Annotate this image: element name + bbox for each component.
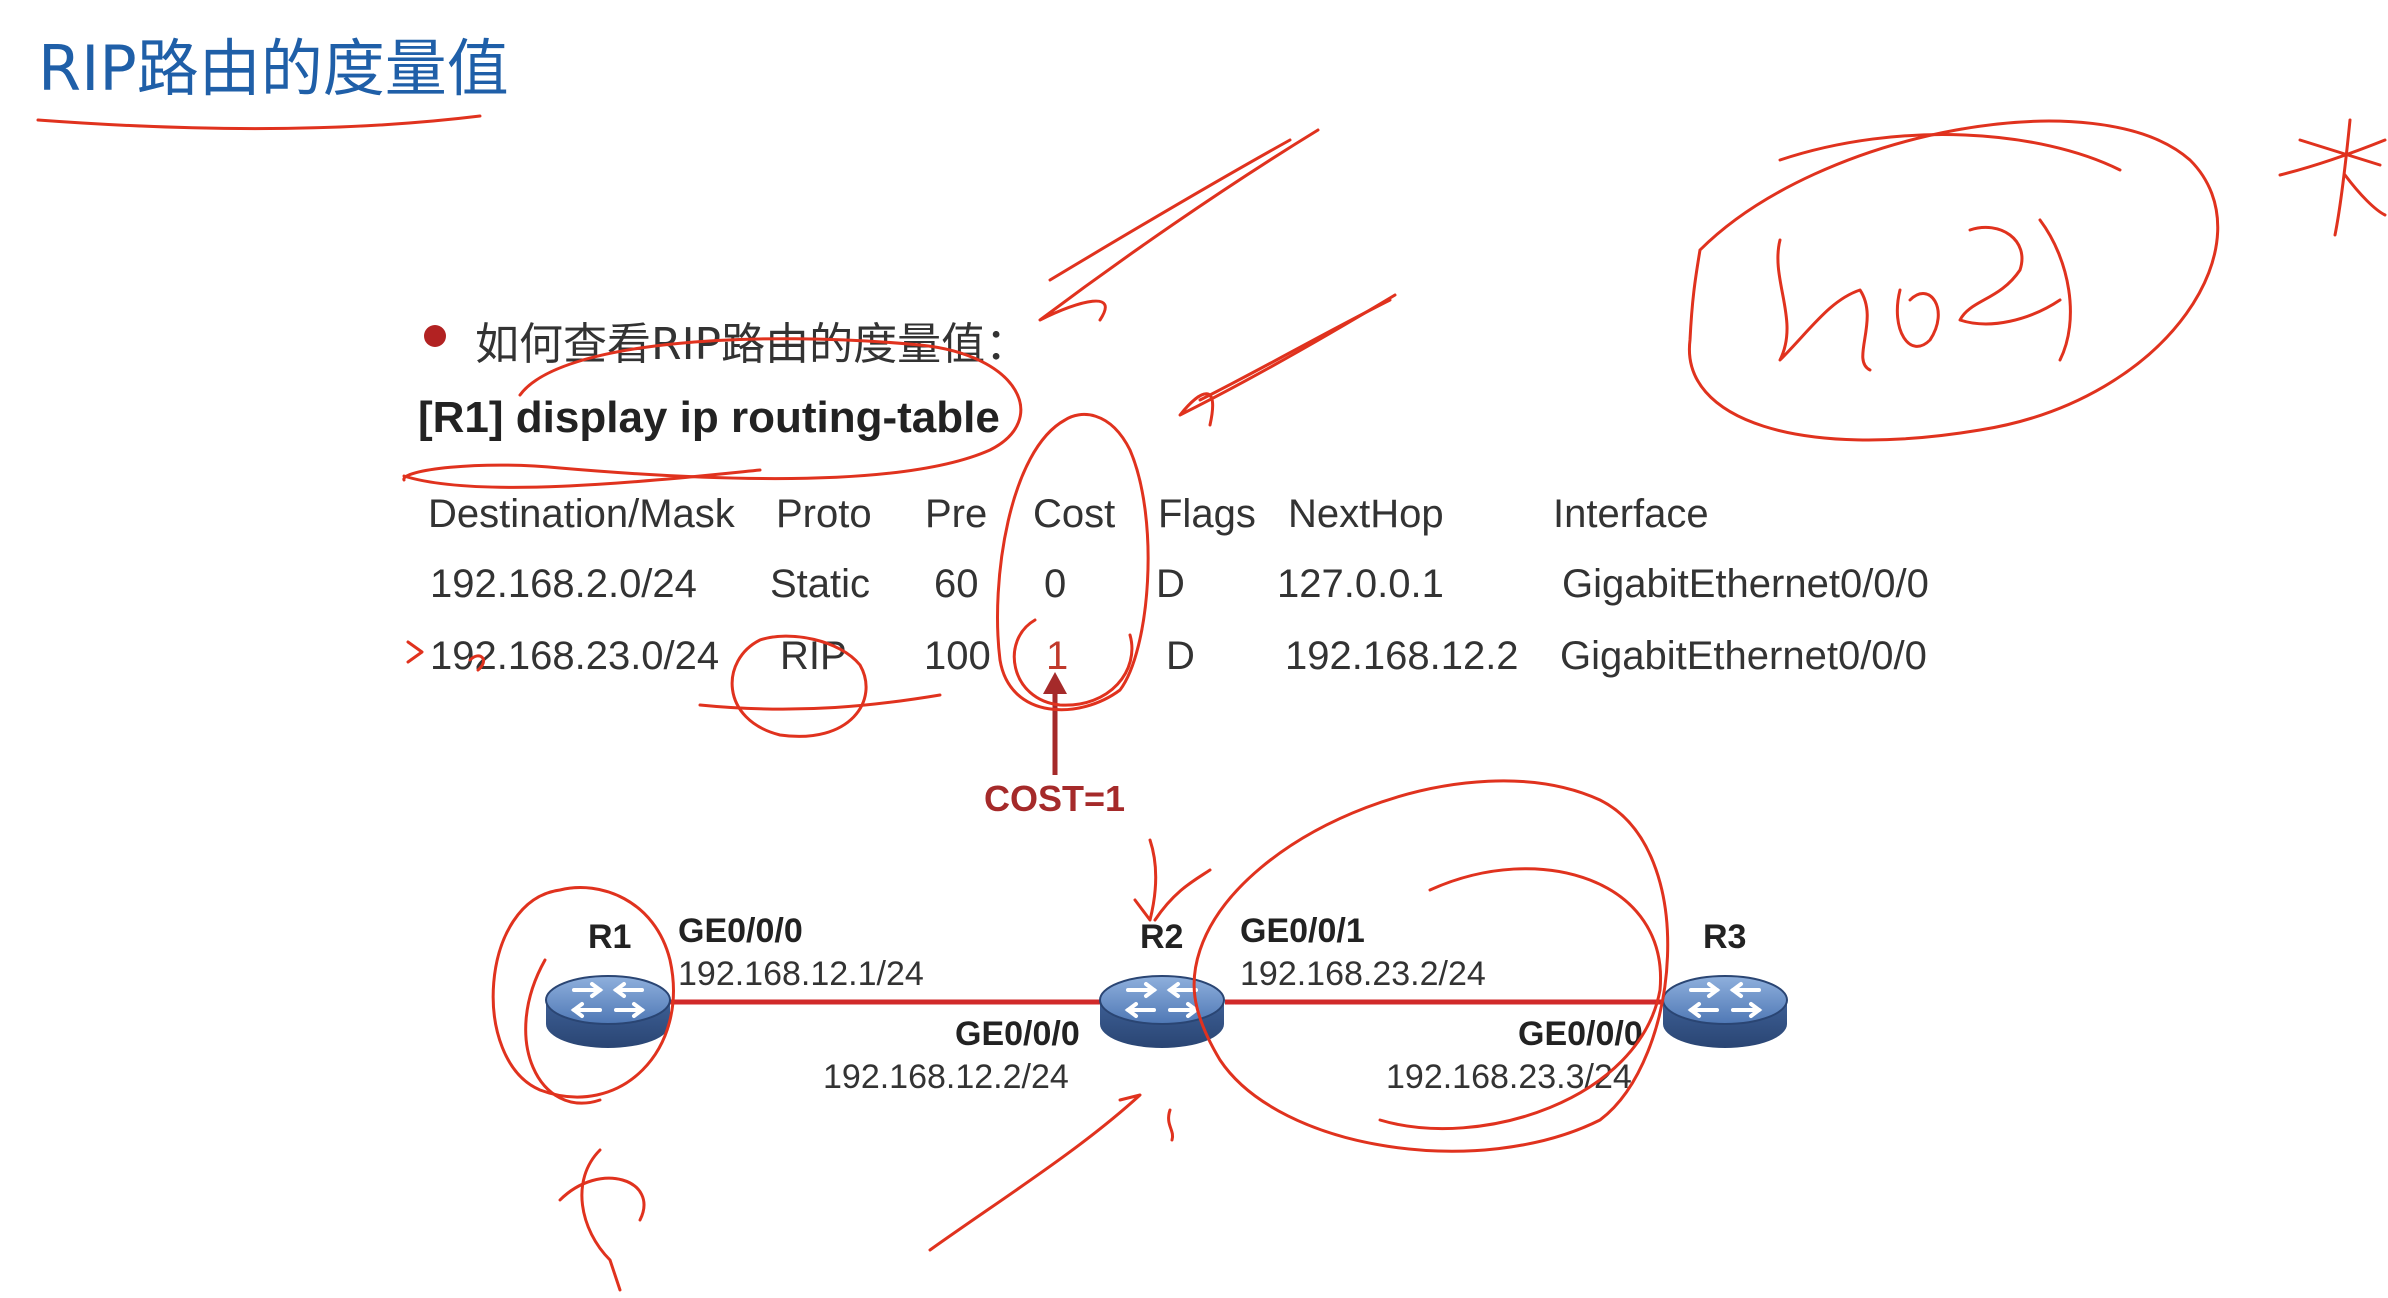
handwritten-annotations xyxy=(402,118,2387,1292)
table-cell-proto: Static xyxy=(770,562,871,606)
router-label-r1: R1 xyxy=(588,918,632,956)
table-header-destination: Destination/Mask xyxy=(428,492,735,536)
interface-ip-r1: 192.168.12.1/24 xyxy=(678,955,924,993)
bullet-icon xyxy=(424,325,446,347)
table-header-interface: Interface xyxy=(1553,492,1709,536)
router-icon xyxy=(1661,974,1789,1050)
interface-name-r3-ge000: GE0/0/0 xyxy=(1518,1015,1643,1053)
table-cell-flags: D xyxy=(1166,634,1195,678)
question-text: 如何查看RIP路由的度量值： xyxy=(475,319,1030,370)
command-line: [R1] display ip routing-table xyxy=(418,393,1000,442)
title-underline xyxy=(36,114,482,131)
router-label-r2: R2 xyxy=(1140,918,1184,956)
table-cell-proto: RIP xyxy=(780,634,847,678)
table-cell-destination: 192.168.2.0/24 xyxy=(430,562,697,606)
interface-ip-r3: 192.168.23.3/24 xyxy=(1386,1058,1632,1096)
interface-ip-r2-right: 192.168.23.2/24 xyxy=(1240,955,1486,993)
table-cell-pre: 60 xyxy=(934,562,979,606)
arrow-up-icon xyxy=(1043,672,1067,775)
table-cell-flags: D xyxy=(1156,562,1185,606)
router-icon xyxy=(1098,974,1226,1050)
cost-annotation-label: COST=1 xyxy=(984,778,1126,819)
table-cell-nexthop: 127.0.0.1 xyxy=(1277,562,1444,606)
router-label-r3: R3 xyxy=(1703,918,1747,956)
page-title: RIP路由的度量值 xyxy=(38,32,509,105)
table-header-proto: Proto xyxy=(776,492,872,536)
interface-name-r2-ge000: GE0/0/0 xyxy=(955,1015,1080,1053)
table-cell-cost: 0 xyxy=(1044,562,1067,606)
table-cell-interface: GigabitEthernet0/0/0 xyxy=(1560,634,1927,678)
table-cell-interface: GigabitEthernet0/0/0 xyxy=(1562,562,1929,606)
interface-name-r1-ge000: GE0/0/0 xyxy=(678,912,803,950)
interface-name-r2-ge001: GE0/0/1 xyxy=(1240,912,1365,950)
table-cell-pre: 100 xyxy=(924,634,991,678)
interface-ip-r2-left: 192.168.12.2/24 xyxy=(823,1058,1069,1096)
table-header-cost: Cost xyxy=(1033,492,1116,536)
router-icon xyxy=(544,974,672,1050)
table-header-flags: Flags xyxy=(1158,492,1256,536)
table-cell-cost: 1 xyxy=(1046,634,1069,678)
table-header-pre: Pre xyxy=(925,492,988,536)
table-header-nexthop: NextHop xyxy=(1288,492,1444,536)
table-cell-nexthop: 192.168.12.2 xyxy=(1285,634,1519,678)
